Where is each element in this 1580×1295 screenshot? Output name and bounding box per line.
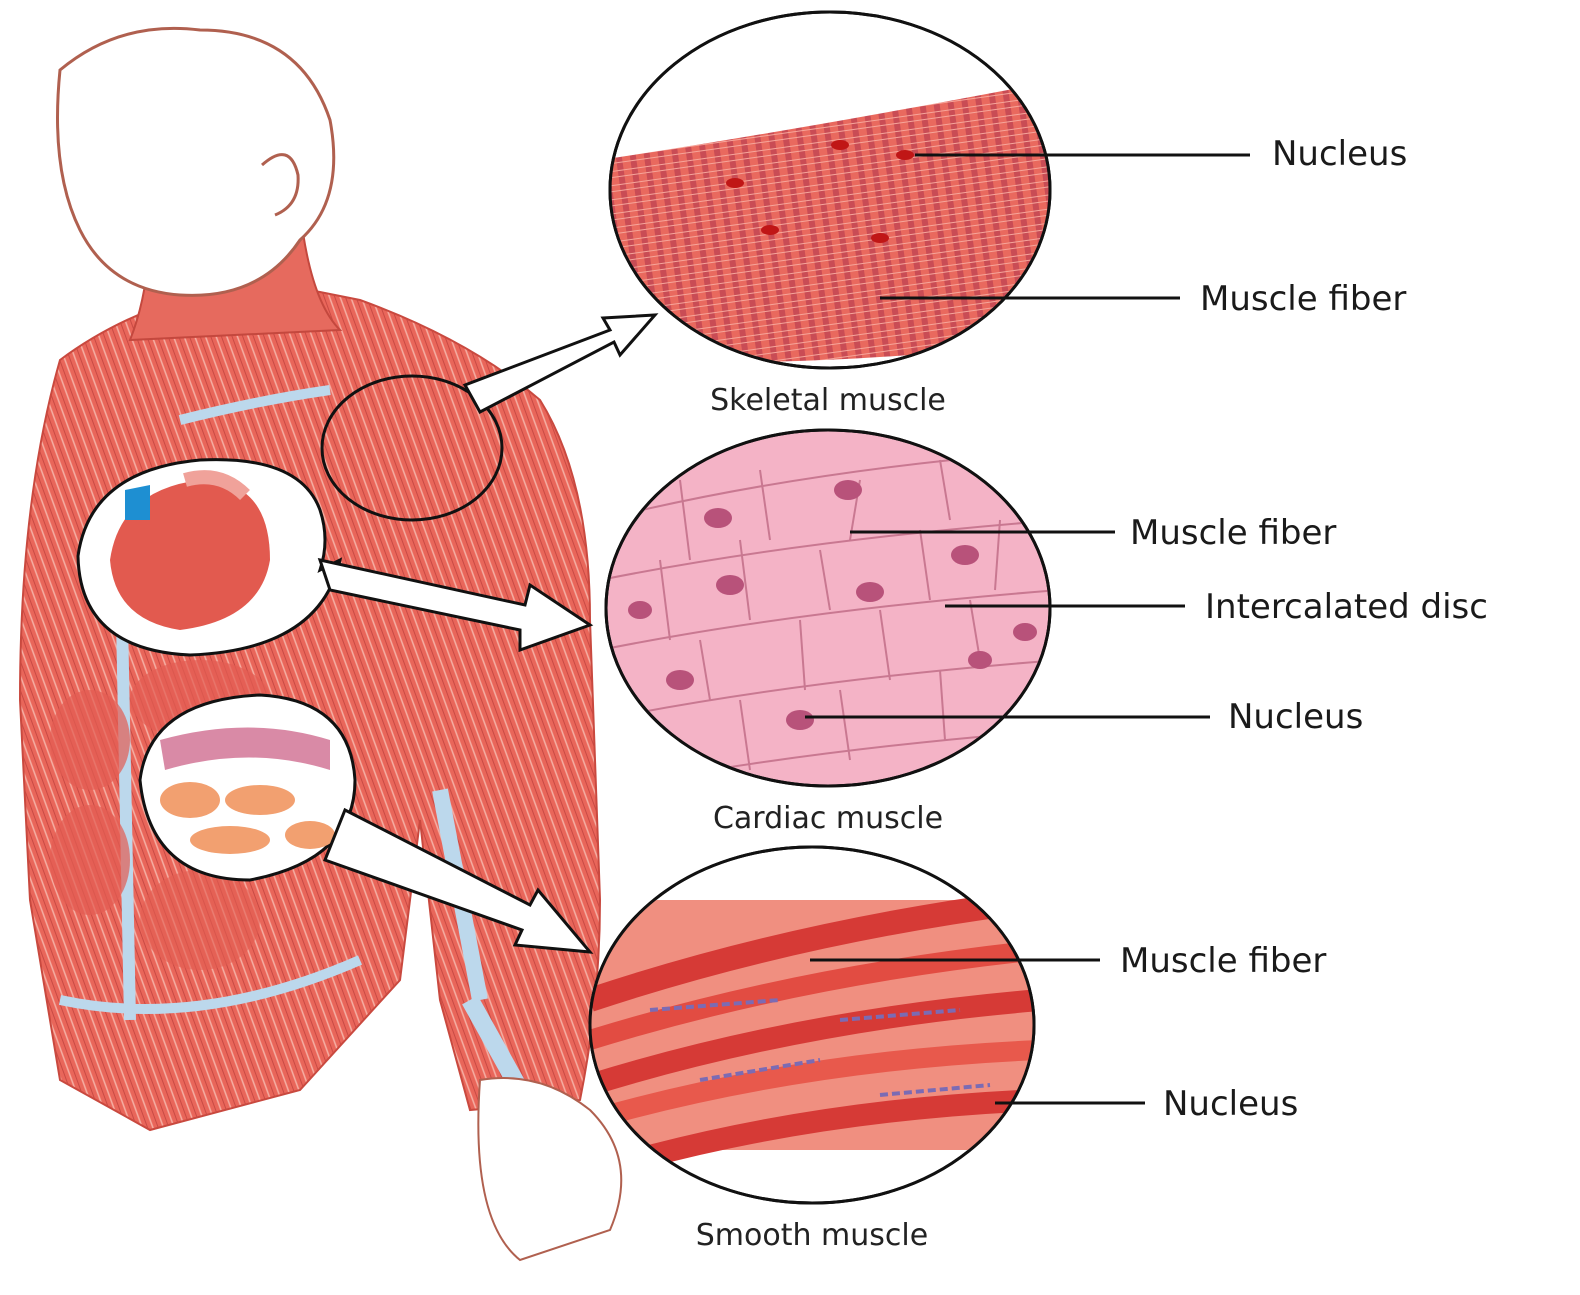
smooth-muscle-fiber-label: Muscle fiber (1120, 941, 1326, 981)
smooth-nucleus-label: Nucleus (1163, 1084, 1298, 1124)
cardiac-nucleus-label: Nucleus (1228, 697, 1363, 737)
skeletal-muscle-fiber-label: Muscle fiber (1200, 279, 1406, 319)
cardiac-muscle-fiber-label: Muscle fiber (1130, 513, 1336, 553)
cardiac-intercalated-disc-label: Intercalated disc (1205, 587, 1488, 627)
skeletal-muscle-caption: Skeletal muscle (710, 383, 946, 418)
smooth-muscle-caption: Smooth muscle (696, 1218, 928, 1253)
cardiac-muscle-panel (600, 430, 1060, 790)
skeletal-nucleus-label: Nucleus (1272, 134, 1407, 174)
skeletal-muscle-panel (600, 12, 1060, 368)
arrow-skeletal (465, 315, 655, 412)
smooth-muscle-panel (590, 847, 1040, 1203)
cardiac-muscle-caption: Cardiac muscle (713, 801, 943, 836)
